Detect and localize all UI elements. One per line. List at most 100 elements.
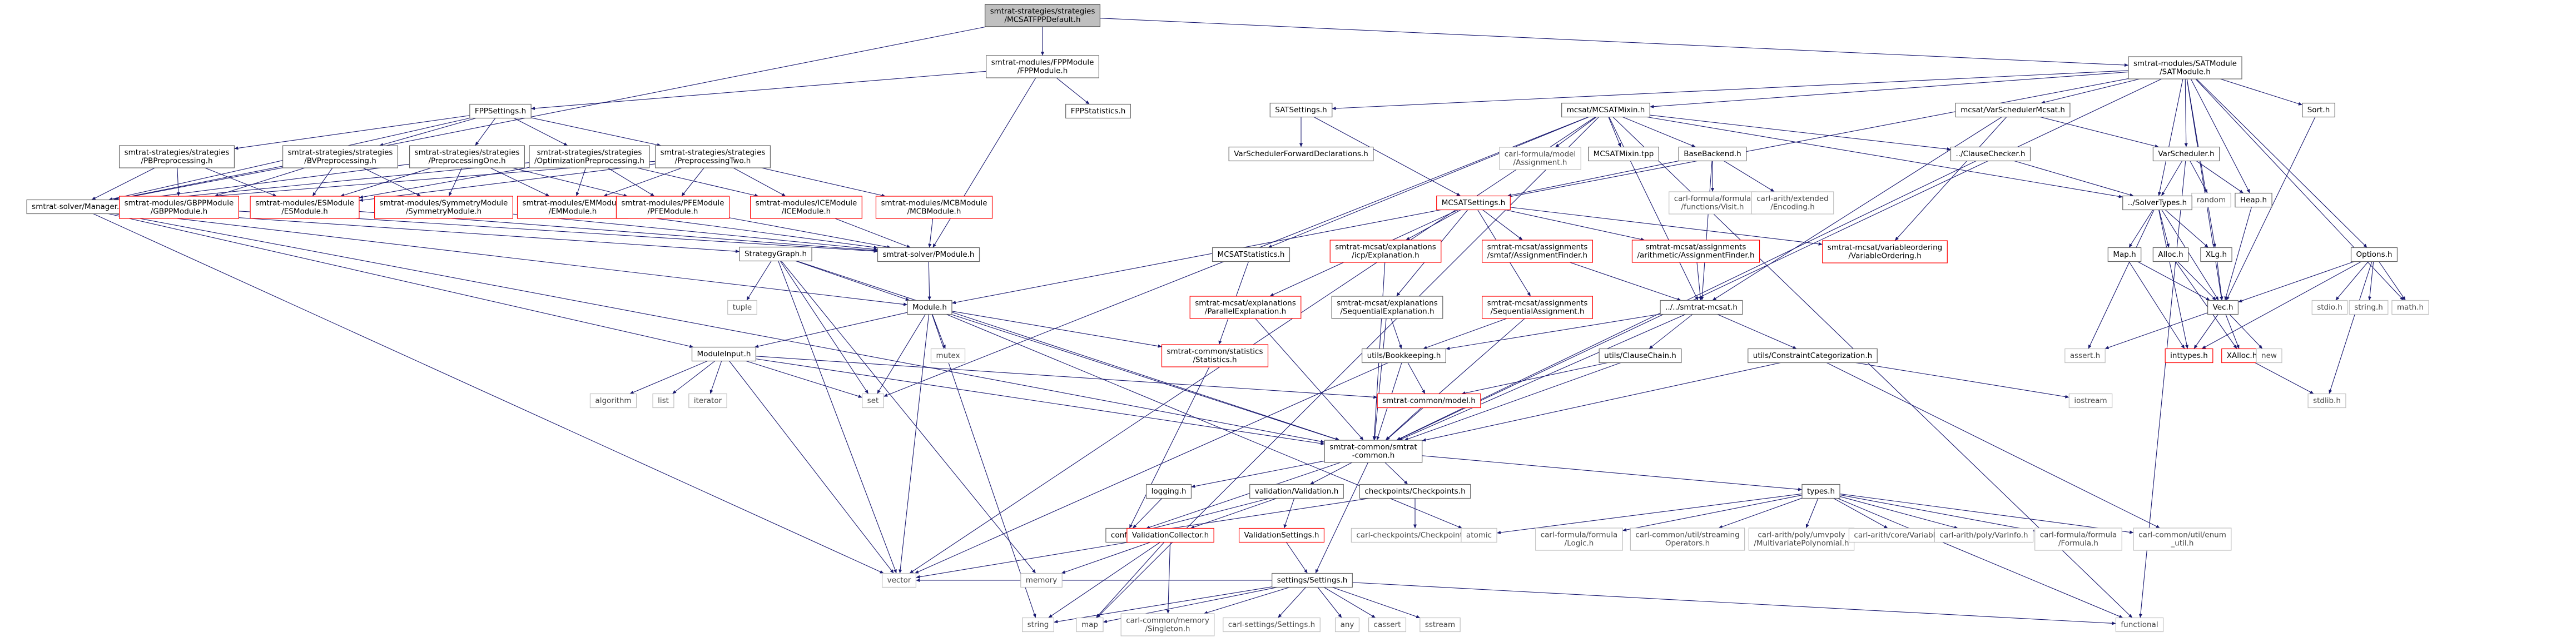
file-node-icpexpl[interactable]: smtrat-mcsat/explanations/icp/Explanatio… xyxy=(1329,240,1442,263)
file-node-label: types.h xyxy=(1807,487,1835,496)
file-node-bvprep[interactable]: smtrat-strategies/strategies/BVPreproces… xyxy=(282,145,399,168)
file-node-label: math.h xyxy=(2397,303,2424,312)
file-node-label: /functions/Visit.h xyxy=(1681,203,1744,212)
file-node-basebackend[interactable]: BaseBackend.h xyxy=(1678,146,1747,162)
file-node-mapsh[interactable]: Map.h xyxy=(2107,247,2142,262)
include-edge-optprep-to-em xyxy=(575,167,586,197)
file-node-sorth[interactable]: Sort.h xyxy=(2302,102,2335,118)
include-edge-strategygraph-to-module xyxy=(795,260,910,301)
file-node-label: random xyxy=(2197,196,2226,205)
file-node-seqassign[interactable]: smtrat-mcsat/assignments/SequentialAssig… xyxy=(1482,296,1593,319)
file-node-box xyxy=(1535,527,1623,551)
file-node-validation[interactable]: validation/Validation.h xyxy=(1249,484,1344,499)
include-edge-types-to-carlvarinfo xyxy=(1839,496,1958,529)
file-node-memory: memory xyxy=(1020,573,1063,588)
file-node-smtratcommonstats[interactable]: smtrat-common/statistics/Statistics.h xyxy=(1161,344,1269,367)
file-node-optprep[interactable]: smtrat-strategies/strategies/Optimizatio… xyxy=(529,145,650,168)
file-node-box xyxy=(1631,240,1760,263)
file-node-xalloc[interactable]: XAlloc.h xyxy=(2221,348,2262,364)
file-node-box xyxy=(1331,296,1443,319)
file-node-heap[interactable]: Heap.h xyxy=(2235,192,2272,208)
file-node-box xyxy=(739,246,812,262)
file-node-box xyxy=(409,145,525,168)
include-edge-preptwo-to-mcb xyxy=(761,167,886,197)
file-node-xlgh[interactable]: XLg.h xyxy=(2200,247,2232,262)
file-node-fppsettings[interactable]: FPPSettings.h xyxy=(469,103,532,119)
file-node-box xyxy=(119,196,239,219)
file-node-parallelexpl[interactable]: smtrat-mcsat/explanations/ParallelExplan… xyxy=(1189,296,1302,319)
file-node-box xyxy=(1599,348,1682,364)
file-node-smtratcommon[interactable]: smtrat-common/smtrat-common.h xyxy=(1324,440,1423,463)
file-node-validcollector[interactable]: ValidationCollector.h xyxy=(1126,527,1214,543)
file-node-vech[interactable]: Vec.h xyxy=(2207,300,2239,315)
file-node-box xyxy=(1561,102,1650,118)
file-node-varschedfwd[interactable]: VarSchedulerForwardDeclarations.h xyxy=(1228,146,1374,162)
file-node-satsettings[interactable]: SATSettings.h xyxy=(1269,102,1333,118)
file-node-em[interactable]: smtrat-modules/EMModule/EMModule.h xyxy=(517,196,629,219)
file-node-satmodule[interactable]: smtrat-modules/SATModule/SATModule.h xyxy=(2128,56,2242,79)
file-node-pfe[interactable]: smtrat-modules/PFEModule/PFEModule.h xyxy=(616,196,730,219)
file-node-clausechecker[interactable]: ../ClauseChecker.h xyxy=(1950,146,2031,162)
file-node-preptwo[interactable]: smtrat-strategies/strategies/Preprocessi… xyxy=(654,145,771,168)
file-node-box xyxy=(1678,146,1747,162)
file-node-types[interactable]: types.h xyxy=(1801,484,1840,499)
file-node-box xyxy=(862,393,884,409)
file-node-varordering[interactable]: smtrat-mcsat/variableordering/VariableOr… xyxy=(1822,240,1948,263)
include-edge-fppsettings-to-pbprep xyxy=(234,115,470,150)
file-node-fppmodule[interactable]: smtrat-modules/FPPModule/FPPModule.h xyxy=(986,55,1099,78)
file-node-label: carl-common/memory xyxy=(1126,616,1209,625)
file-node-checkpointsh[interactable]: checkpoints/Checkpoints.h xyxy=(1359,484,1471,499)
file-node-symm[interactable]: smtrat-modules/SymmetryModule/SymmetryMo… xyxy=(374,196,513,219)
file-node-clausechain[interactable]: utils/ClauseChain.h xyxy=(1599,348,1682,364)
file-node-mcsatsettings[interactable]: MCSATSettings.h xyxy=(1436,195,1511,211)
file-node-solvertypes[interactable]: ../SolverTypes.h xyxy=(2122,195,2192,211)
file-node-pmodule[interactable]: smtrat-solver/PModule.h xyxy=(877,247,980,262)
file-node-smtratmcsat[interactable]: ../../smtrat-mcsat.h xyxy=(1660,300,1743,315)
file-node-box xyxy=(1368,617,1407,633)
file-node-label: smtrat-mcsat/explanations xyxy=(1337,299,1438,308)
file-node-label: smtrat-modules/GBPPModule xyxy=(125,199,234,208)
include-edge-ice-to-pmodule xyxy=(835,218,911,248)
file-node-strategygraph[interactable]: StrategyGraph.h xyxy=(739,246,812,262)
file-node-mcb[interactable]: smtrat-modules/MCBModule/MCBModule.h xyxy=(875,196,993,219)
file-node-manager[interactable]: smtrat-solver/Manager.h xyxy=(26,199,130,215)
include-edge-bvprep-to-es xyxy=(312,167,333,197)
file-node-bookkeeping[interactable]: utils/Bookkeeping.h xyxy=(1362,348,1446,364)
file-node-arithfinder[interactable]: smtrat-mcsat/assignments/arithmetic/Assi… xyxy=(1631,240,1760,263)
file-node-smtlibfinder[interactable]: smtrat-mcsat/assignments/smtaf/Assignmen… xyxy=(1482,240,1593,263)
file-node-mcsatmixin[interactable]: mcsat/MCSATMixin.h xyxy=(1561,102,1650,118)
file-node-fppstatistics[interactable]: FPPStatistics.h xyxy=(1065,103,1131,119)
include-edge-manager-to-vector xyxy=(93,213,884,574)
include-edge-fppmodule-to-fppsettings xyxy=(531,71,986,110)
file-node-inttypes[interactable]: inttypes.h xyxy=(2165,348,2213,364)
file-node-logging[interactable]: logging.h xyxy=(1145,484,1192,499)
file-node-varschedmcsat[interactable]: mcsat/VarSchedulerMcsat.h xyxy=(1955,102,2071,118)
file-node-commonmodel[interactable]: smtrat-common/model.h xyxy=(1377,393,1481,409)
file-node-allocsh[interactable]: Alloc.h xyxy=(2152,247,2189,262)
file-node-seqexpl[interactable]: smtrat-mcsat/explanations/SequentialExpl… xyxy=(1331,296,1443,319)
file-node-label: /PFEModule.h xyxy=(648,207,698,216)
file-node-gbpp[interactable]: smtrat-modules/GBPPModule/GBPPModule.h xyxy=(119,196,239,219)
file-node-constraintcat[interactable]: utils/ConstraintCategorization.h xyxy=(1748,348,1878,364)
file-node-optionsh[interactable]: Options.h xyxy=(2350,247,2398,262)
file-node-module[interactable]: Module.h xyxy=(907,300,952,315)
file-node-settingsh[interactable]: settings/Settings.h xyxy=(1272,573,1353,588)
include-edge-mcsatmixin-to-solvertypes xyxy=(1647,116,2123,198)
file-node-es[interactable]: smtrat-modules/ESModule/ESModule.h xyxy=(250,196,360,219)
file-node-mcsatstatistics[interactable]: MCSATStatistics.h xyxy=(1212,247,1291,262)
file-node-moduleinput[interactable]: ModuleInput.h xyxy=(691,346,757,362)
file-node-prepone[interactable]: smtrat-strategies/strategies/Preprocessi… xyxy=(409,145,525,168)
file-node-mcsatmixintpp[interactable]: MCSATMixin.tpp xyxy=(1588,146,1659,162)
file-node-varscheduler[interactable]: VarScheduler.h xyxy=(2152,146,2220,162)
include-edge-xalloc-to-stdlib xyxy=(2255,362,2314,394)
file-node-label: /VariableOrdering.h xyxy=(1848,252,1921,261)
file-node-label: StrategyGraph.h xyxy=(744,250,807,258)
file-node-pbprep[interactable]: smtrat-strategies/strategies/PBPreproces… xyxy=(118,145,235,168)
file-node-ice[interactable]: smtrat-modules/ICEModule/ICEModule.h xyxy=(750,196,862,219)
file-node-validsettings[interactable]: ValidationSettings.h xyxy=(1238,527,1325,543)
file-node-root[interactable]: smtrat-strategies/strategies/MCSATFPPDef… xyxy=(984,4,1101,27)
include-edge-validation-to-configh xyxy=(1145,497,1270,531)
file-node-math: math.h xyxy=(2391,300,2429,315)
file-node-box xyxy=(727,300,757,315)
include-edge-strategygraph-to-tuple xyxy=(746,261,772,301)
